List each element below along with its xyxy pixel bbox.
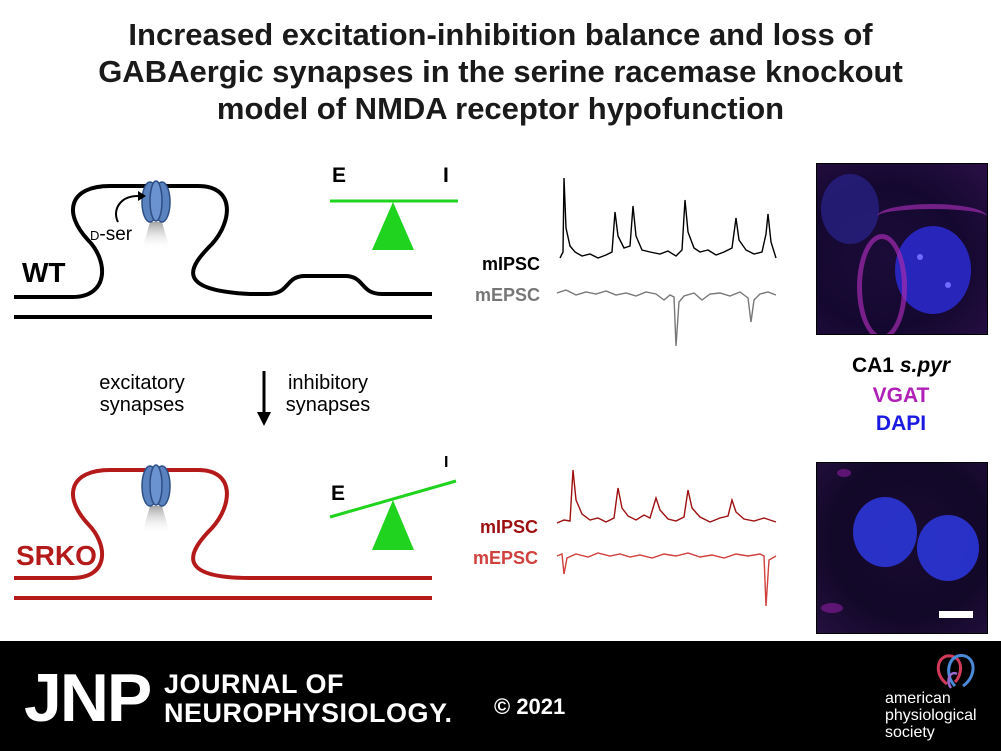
nucleus-blob: [895, 226, 971, 314]
dser-suffix: -ser: [99, 224, 133, 245]
journal-name: JOURNAL OF NEUROPHYSIOLOGY.: [164, 670, 453, 728]
society-name: american physiological society: [885, 690, 977, 741]
title-line-2: GABAergic synapses in the serine racemas…: [98, 54, 903, 89]
vgat-puncta: [857, 234, 907, 334]
vgat-puncta: [837, 469, 851, 477]
vgat-puncta: [877, 204, 987, 229]
dapi-spot: [945, 282, 951, 288]
vgat-label: VGAT: [872, 384, 930, 407]
journal-line-2: NEUROPHYSIOLOGY.: [164, 698, 453, 728]
srko-seesaw-fulcrum-icon: [372, 500, 414, 550]
copyright-text: © 2021: [494, 694, 566, 719]
srko-mipsc-trace: [556, 469, 777, 524]
wt-mipsc-label: mIPSC: [481, 254, 540, 274]
srko-seesaw-beam: [329, 479, 457, 519]
dser-prefix: D: [90, 228, 100, 243]
wt-seesaw-e-label: E: [332, 164, 347, 187]
excitatory-label: excitatory synapses: [99, 372, 185, 416]
wt-label: WT: [22, 257, 66, 288]
jnp-logo: JNP: [24, 660, 152, 736]
nucleus-blob: [917, 515, 979, 581]
dapi-spot: [917, 254, 923, 260]
nucleus-blob: [853, 497, 917, 567]
srko-mepsc-trace: [556, 552, 777, 607]
transition-arrow-head-icon: [257, 412, 271, 426]
srko-micrograph: [816, 462, 988, 634]
wt-mepsc-label: mEPSC: [474, 285, 540, 305]
srko-seesaw-i-label: I: [444, 454, 449, 471]
wt-nmda-receptor-icon: [141, 180, 171, 223]
srko-mipsc-label: mIPSC: [479, 517, 538, 537]
nucleus-blob: [821, 174, 879, 244]
dser-arrow-head-icon: [138, 191, 146, 201]
dser-arrow: [115, 195, 139, 223]
vgat-puncta: [821, 603, 843, 613]
region-prefix: CA1: [851, 354, 900, 377]
dser-label: D-ser: [90, 224, 132, 246]
wt-receptor-beam: [142, 222, 170, 250]
aps-logo-icon: [936, 654, 975, 689]
scale-bar: [939, 611, 973, 618]
wt-micrograph: [816, 163, 988, 335]
title-line-3: model of NMDA receptor hypofunction: [216, 91, 785, 126]
page-title: Increased excitation-inhibition balance …: [0, 16, 1001, 127]
wt-mipsc-trace: [559, 177, 777, 259]
srko-seesaw-e-label: E: [331, 482, 346, 505]
footer-bar: [0, 641, 1001, 751]
micro-region-label: CA1 s.pyr: [816, 354, 986, 378]
srko-spine-membrane: [14, 468, 432, 580]
srko-receptor-beam: [142, 506, 170, 534]
inhibitory-label: inhibitory synapses: [285, 372, 371, 416]
srko-label: SRKO: [16, 540, 97, 571]
srko-mepsc-label: mEPSC: [472, 548, 538, 568]
region-italic: s.pyr: [899, 354, 951, 377]
title-line-1: Increased excitation-inhibition balance …: [128, 17, 873, 52]
wt-seesaw-fulcrum-icon: [372, 202, 414, 250]
wt-spine-membrane: [14, 184, 432, 299]
dapi-label: DAPI: [875, 412, 927, 435]
srko-nmda-receptor-icon: [141, 464, 171, 507]
wt-seesaw-i-label: I: [443, 164, 449, 187]
wt-mepsc-trace: [556, 289, 777, 347]
journal-line-1: JOURNAL OF: [164, 669, 345, 699]
